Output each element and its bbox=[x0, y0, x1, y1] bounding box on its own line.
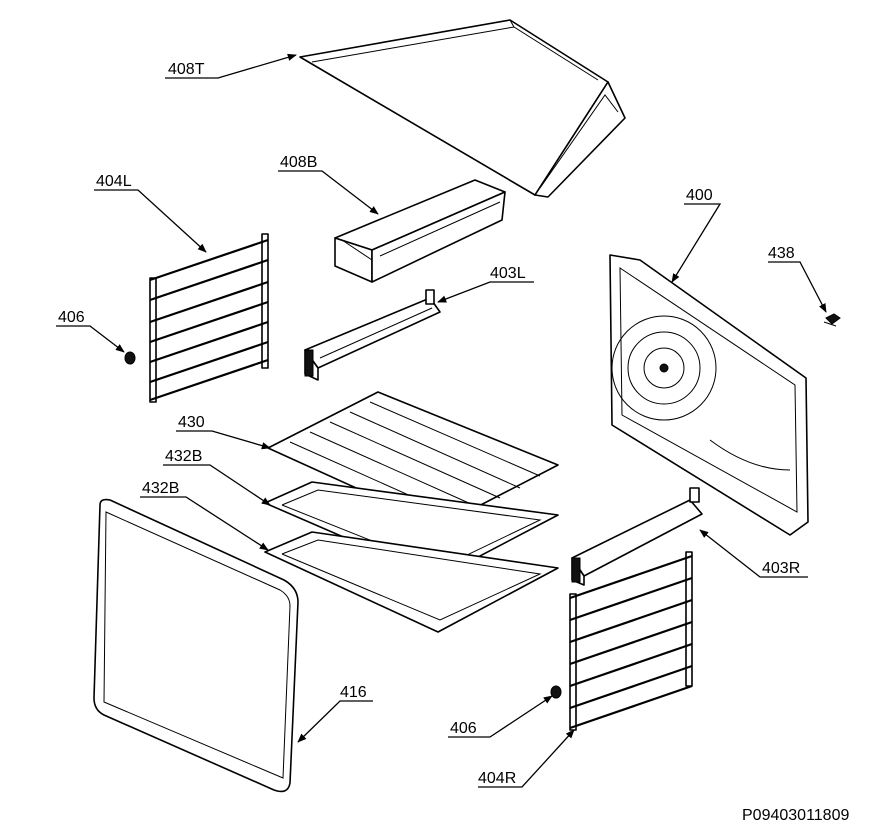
leader-lines bbox=[56, 53, 827, 788]
label-406-left: 406 bbox=[58, 309, 85, 326]
label-408B: 408B bbox=[280, 154, 317, 171]
label-404R: 404R bbox=[478, 770, 516, 787]
screw-406-right bbox=[550, 685, 562, 699]
label-432B-lower: 432B bbox=[142, 480, 179, 497]
screw-406-left bbox=[124, 351, 136, 365]
tray-408B bbox=[334, 179, 506, 283]
label-408T: 408T bbox=[168, 61, 205, 78]
shelf-support-404L bbox=[149, 233, 269, 403]
label-406-right: 406 bbox=[450, 720, 477, 737]
clip-438 bbox=[823, 313, 841, 327]
top-cover-408T bbox=[299, 19, 626, 198]
label-404L: 404L bbox=[96, 173, 132, 190]
label-432B-upper: 432B bbox=[165, 448, 202, 465]
rail-403L bbox=[304, 289, 441, 381]
shelf-support-404R bbox=[569, 551, 693, 731]
label-416: 416 bbox=[340, 684, 367, 701]
label-403L: 403L bbox=[490, 265, 526, 282]
label-430: 430 bbox=[178, 414, 205, 431]
drawing-code: P09403011809 bbox=[742, 807, 849, 824]
label-400: 400 bbox=[686, 187, 713, 204]
rail-403R bbox=[571, 487, 703, 586]
label-438: 438 bbox=[768, 245, 795, 262]
baking-tray-432B-lower bbox=[264, 531, 559, 633]
back-panel-400 bbox=[609, 254, 809, 536]
door-glass-416 bbox=[93, 498, 299, 793]
label-403R: 403R bbox=[762, 560, 800, 577]
